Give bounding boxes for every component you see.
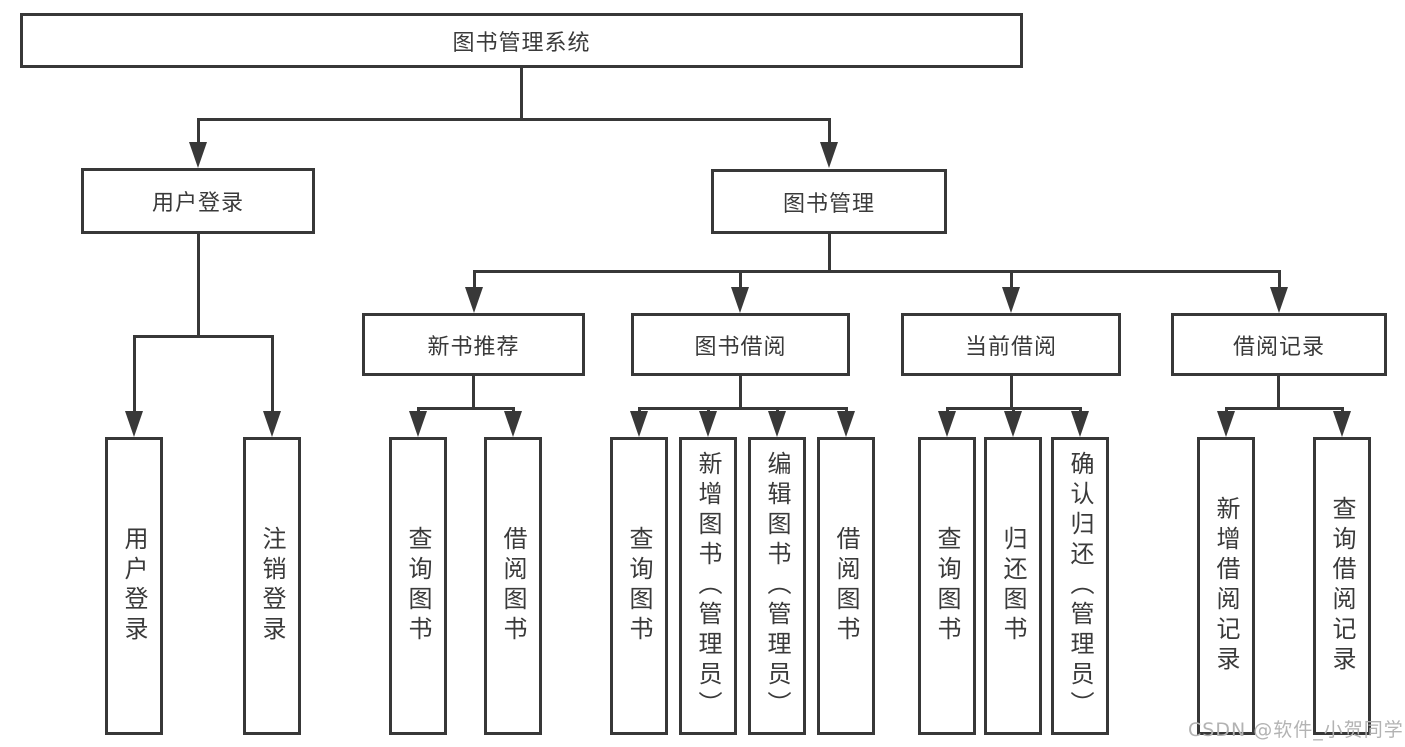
node-label: 查询图书 xyxy=(933,526,961,646)
connector-hline xyxy=(417,407,515,410)
leaf-confirm-return-admin: 确认归还（管理员） xyxy=(1051,437,1109,735)
node-label: 当前借阅 xyxy=(964,334,1057,360)
connector-vline xyxy=(1277,376,1280,407)
node-book-management: 图书管理 xyxy=(711,169,947,234)
node-label: 借阅图书 xyxy=(832,526,860,646)
node-label: 新增借阅记录 xyxy=(1212,496,1240,676)
connector-hline xyxy=(473,270,1281,273)
connector-vline xyxy=(739,376,742,407)
node-user-login: 用户登录 xyxy=(81,168,315,234)
arrow-down-icon xyxy=(630,411,648,437)
arrow-down-icon xyxy=(1217,411,1235,437)
node-label: 查询图书 xyxy=(625,526,653,646)
node-current-borrow: 当前借阅 xyxy=(901,313,1121,376)
leaf-borrow-books: 借阅图书 xyxy=(817,437,875,735)
node-label: 查询图书 xyxy=(404,526,432,646)
node-borrow-record: 借阅记录 xyxy=(1171,313,1387,376)
node-label: 归还图书 xyxy=(999,526,1027,646)
leaf-add-borrow-record: 新增借阅记录 xyxy=(1197,437,1255,735)
connector-vline xyxy=(739,270,742,292)
leaf-query-books-recommend: 查询图书 xyxy=(389,437,447,735)
node-label: 用户登录 xyxy=(151,191,244,216)
connector-hline xyxy=(638,407,848,410)
arrow-down-icon xyxy=(820,142,838,168)
arrow-down-icon xyxy=(465,287,483,313)
connector-vline xyxy=(472,376,475,407)
leaf-query-borrow-record: 查询借阅记录 xyxy=(1313,437,1371,735)
node-label: 编辑图书（管理员） xyxy=(763,451,791,721)
arrow-down-icon xyxy=(837,411,855,437)
csdn-watermark: CSDN @软件_小贺同学 xyxy=(1188,719,1404,741)
arrow-down-icon xyxy=(409,411,427,437)
connector-hline xyxy=(133,335,274,338)
leaf-edit-books-admin: 编辑图书（管理员） xyxy=(748,437,806,735)
node-label: 确认归还（管理员） xyxy=(1066,451,1094,721)
node-label: 查询借阅记录 xyxy=(1328,496,1356,676)
arrow-down-icon xyxy=(699,411,717,437)
node-root-library-system: 图书管理系统 xyxy=(20,13,1023,68)
node-label: 注销登录 xyxy=(258,526,286,646)
arrow-down-icon xyxy=(1333,411,1351,437)
connector-vline xyxy=(197,118,200,148)
connector-vline xyxy=(828,234,831,270)
arrow-down-icon xyxy=(731,287,749,313)
arrow-down-icon xyxy=(1270,287,1288,313)
node-book-borrow: 图书借阅 xyxy=(631,313,850,376)
arrow-down-icon xyxy=(263,411,281,437)
node-label: 借阅记录 xyxy=(1232,334,1325,360)
connector-vline xyxy=(1010,270,1013,292)
arrow-down-icon xyxy=(1071,411,1089,437)
node-new-book-recommend: 新书推荐 xyxy=(362,313,585,376)
leaf-query-books-borrow: 查询图书 xyxy=(610,437,668,735)
node-label: 图书管理系统 xyxy=(452,30,591,56)
arrow-down-icon xyxy=(125,411,143,437)
arrow-down-icon xyxy=(189,142,207,168)
connector-vline xyxy=(271,335,274,417)
node-label: 图书管理 xyxy=(782,191,875,217)
node-label: 新增图书（管理员） xyxy=(694,451,722,721)
leaf-logout: 注销登录 xyxy=(243,437,301,735)
leaf-add-books-admin: 新增图书（管理员） xyxy=(679,437,737,735)
arrow-down-icon xyxy=(1002,287,1020,313)
connector-vline xyxy=(133,335,136,417)
leaf-return-books: 归还图书 xyxy=(984,437,1042,735)
connector-vline xyxy=(197,234,200,335)
arrow-down-icon xyxy=(1004,411,1022,437)
connector-hline xyxy=(1225,407,1344,410)
connector-vline xyxy=(473,270,476,292)
node-label: 新书推荐 xyxy=(427,334,520,360)
connector-vline xyxy=(1010,376,1013,407)
node-label: 用户登录 xyxy=(120,526,148,646)
connector-hline xyxy=(197,118,831,121)
connector-vline xyxy=(828,118,831,148)
leaf-borrow-books-recommend: 借阅图书 xyxy=(484,437,542,735)
arrow-down-icon xyxy=(938,411,956,437)
node-label: 图书借阅 xyxy=(694,334,787,360)
leaf-query-books-current: 查询图书 xyxy=(918,437,976,735)
leaf-user-login: 用户登录 xyxy=(105,437,163,735)
node-label: 借阅图书 xyxy=(499,526,527,646)
connector-vline xyxy=(1278,270,1281,292)
arrow-down-icon xyxy=(768,411,786,437)
arrow-down-icon xyxy=(504,411,522,437)
connector-vline xyxy=(520,68,523,118)
